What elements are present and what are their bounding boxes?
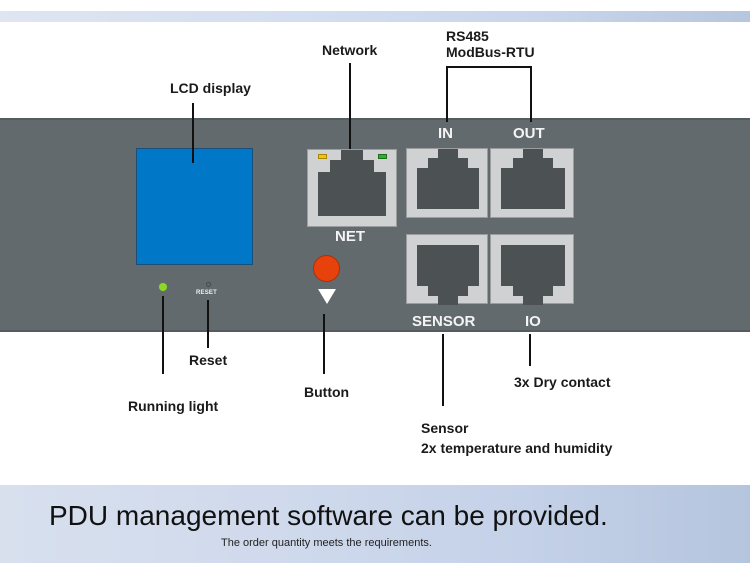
reset-label: Reset [189,352,228,368]
lcd-callout-line [192,103,194,163]
down-arrow-icon [318,289,336,304]
sensor-port-cavity [417,245,479,286]
rs485-callout-bracket-top [446,66,532,68]
in-port-cavity-top [438,149,458,159]
lcd-display-label: LCD display [170,80,251,96]
rs485-out-port [490,148,574,218]
button-label: Button [304,384,350,400]
footer-headline: PDU management software can be provided. [49,500,608,531]
rs485-callout-out-line [530,66,532,122]
menu-button[interactable] [313,255,340,282]
out-port-cavity [501,168,565,209]
reset-print-label: RESET [196,290,218,296]
footer-subline: The order quantity meets the requirement… [221,537,432,549]
net-port-cavity [318,172,386,216]
io-port-label: IO [525,313,541,330]
net-port [307,149,397,227]
io-callout-line [529,334,531,366]
dry-contact-label: 3x Dry contact [514,374,611,390]
net-port-cavity-top [341,150,363,162]
sensor-port-label: SENSOR [412,313,476,330]
footer-band [0,485,750,563]
out-port-cavity-step [513,158,553,170]
sensor-label: Sensor [421,420,469,436]
sensor-detail-label: 2x temperature and humidity [421,440,613,456]
top-decorative-band [0,11,750,22]
net-link-led-amber-icon [318,154,327,159]
io-port-cavity-step [513,284,553,296]
in-port-cavity [417,168,479,209]
net-activity-led-green-icon [378,154,387,159]
sensor-port-cavity-bottom [438,294,458,305]
out-port-cavity-top [523,149,543,159]
in-port-cavity-step [428,158,468,170]
rs485-in-port [406,148,488,218]
reset-callout-line [207,300,209,348]
lcd-display [136,148,253,265]
io-port-cavity [501,245,565,286]
net-port-cavity-step [330,160,374,174]
reset-pinhole[interactable] [206,282,211,287]
sensor-port [406,234,488,305]
network-callout-line [349,63,351,149]
in-port-label: IN [438,125,453,142]
io-port [490,234,574,305]
network-label: Network [322,42,378,58]
button-callout-line [323,314,325,374]
running-light-label: Running light [128,398,219,414]
sensor-port-cavity-step [428,284,468,296]
sensor-callout-line [442,334,444,406]
rs485-callout-in-line [446,66,448,122]
running-light-led-icon [159,283,167,291]
modbus-rtu-label: ModBus-RTU [446,44,535,60]
running-light-callout-line [162,296,164,374]
rs485-label: RS485 [446,28,489,44]
net-port-label: NET [335,228,365,245]
out-port-label: OUT [513,125,545,142]
io-port-cavity-bottom [523,294,543,305]
